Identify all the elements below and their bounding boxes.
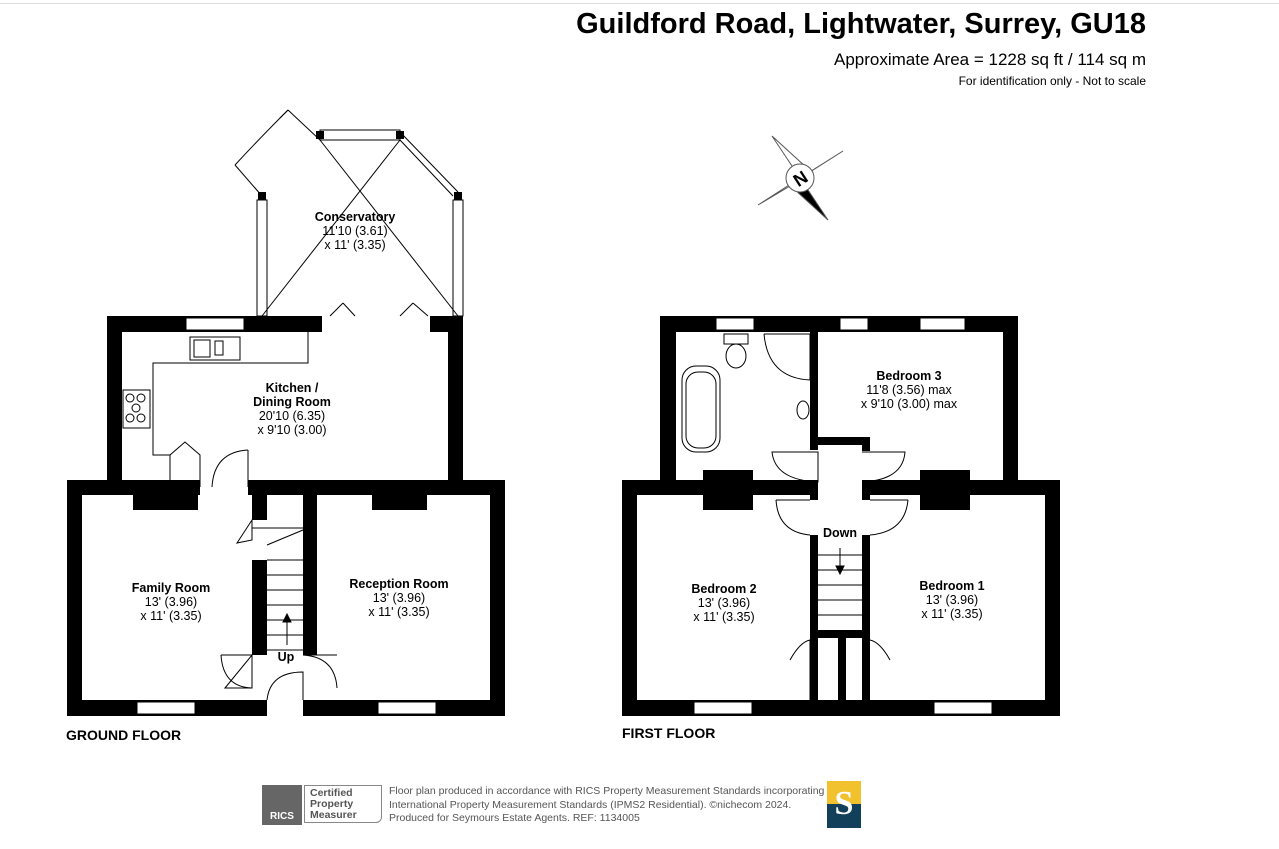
svg-text:x 9'10 (3.00) max: x 9'10 (3.00) max [861,397,958,411]
ground-floor-walls [67,316,505,716]
room-reception-room: Reception Room 13' (3.96) x 11' (3.35) [349,577,448,619]
stairs-down-label: Down [823,526,857,540]
first-floor-walls [622,316,1060,716]
room-kitchen-dining: Kitchen / Dining Room 20'10 (6.35) x 9'1… [253,381,331,437]
top-divider [0,3,1279,4]
svg-text:Family Room: Family Room [132,581,211,595]
badge-line: Measurer [310,809,357,821]
first-floor-label: FIRST FLOOR [622,725,715,741]
shower-icon [763,333,811,381]
agent-logo-letter: S [834,785,854,822]
bath-icon [681,365,721,453]
svg-text:Reception Room: Reception Room [349,577,448,591]
footer-line: International Property Measurement Stand… [389,798,792,811]
first-floor-fittings [681,333,909,700]
footer-line: Floor plan produced in accordance with R… [389,785,825,797]
svg-text:Conservatory: Conservatory [315,210,396,224]
ground-stairs [267,559,303,651]
svg-text:x 11' (3.35): x 11' (3.35) [324,238,385,252]
certified-measurer-box: Certified Property Measurer [304,785,382,823]
ground-floor-label: GROUND FLOOR [66,727,181,743]
ground-floor-windows [136,317,437,715]
svg-text:x 11' (3.35): x 11' (3.35) [368,605,429,619]
stairs-up-label: Up [278,650,295,664]
kitchen-fittings [122,332,338,701]
property-title: Guildford Road, Lightwater, Surrey, GU18 [576,8,1146,40]
badge-line: Property [310,798,354,810]
svg-text:Bedroom 1: Bedroom 1 [919,579,984,593]
approximate-area: Approximate Area = 1228 sq ft / 114 sq m [833,50,1146,69]
basin-icon [796,400,810,420]
svg-text:x 11' (3.35): x 11' (3.35) [693,610,754,624]
scale-note: For identification only - Not to scale [958,74,1146,88]
svg-text:13' (3.96): 13' (3.96) [145,595,197,609]
agent-logo: S [827,781,861,828]
svg-text:x 9'10 (3.00): x 9'10 (3.00) [257,423,326,437]
svg-text:13' (3.96): 13' (3.96) [698,596,750,610]
svg-text:Bedroom 3: Bedroom 3 [876,369,941,383]
room-conservatory: Conservatory 11'10 (3.61) x 11' (3.35) [315,210,396,252]
room-bedroom-2: Bedroom 2 13' (3.96) x 11' (3.35) [691,582,756,624]
room-bedroom-3: Bedroom 3 11'8 (3.56) max x 9'10 (3.00) … [861,369,958,411]
svg-text:Dining Room: Dining Room [253,395,331,409]
rics-badge: RICS Certified Property Measurer [262,785,382,825]
footer-line: Produced for Seymours Estate Agents. REF… [389,812,640,824]
svg-text:11'8 (3.56) max: 11'8 (3.56) max [866,383,952,397]
room-family-room: Family Room 13' (3.96) x 11' (3.35) [132,581,211,623]
svg-text:x 11' (3.35): x 11' (3.35) [921,607,982,621]
room-bedroom-1: Bedroom 1 13' (3.96) x 11' (3.35) [919,579,984,621]
svg-text:20'10 (6.35): 20'10 (6.35) [259,409,325,423]
svg-text:Bedroom 2: Bedroom 2 [691,582,756,596]
first-floor-windows [693,317,993,715]
svg-text:Kitchen /: Kitchen / [266,381,319,395]
svg-text:13' (3.96): 13' (3.96) [373,591,425,605]
toilet-icon [723,333,749,345]
svg-text:x 11' (3.35): x 11' (3.35) [140,609,201,623]
footer-disclaimer: Floor plan produced in accordance with R… [389,785,824,826]
badge-line: Certified [310,787,353,799]
hob-icon [122,389,151,429]
svg-text:13' (3.96): 13' (3.96) [926,593,978,607]
svg-text:11'10 (3.61): 11'10 (3.61) [322,224,387,238]
compass-icon: N [757,135,844,221]
rics-logo: RICS [262,785,302,825]
